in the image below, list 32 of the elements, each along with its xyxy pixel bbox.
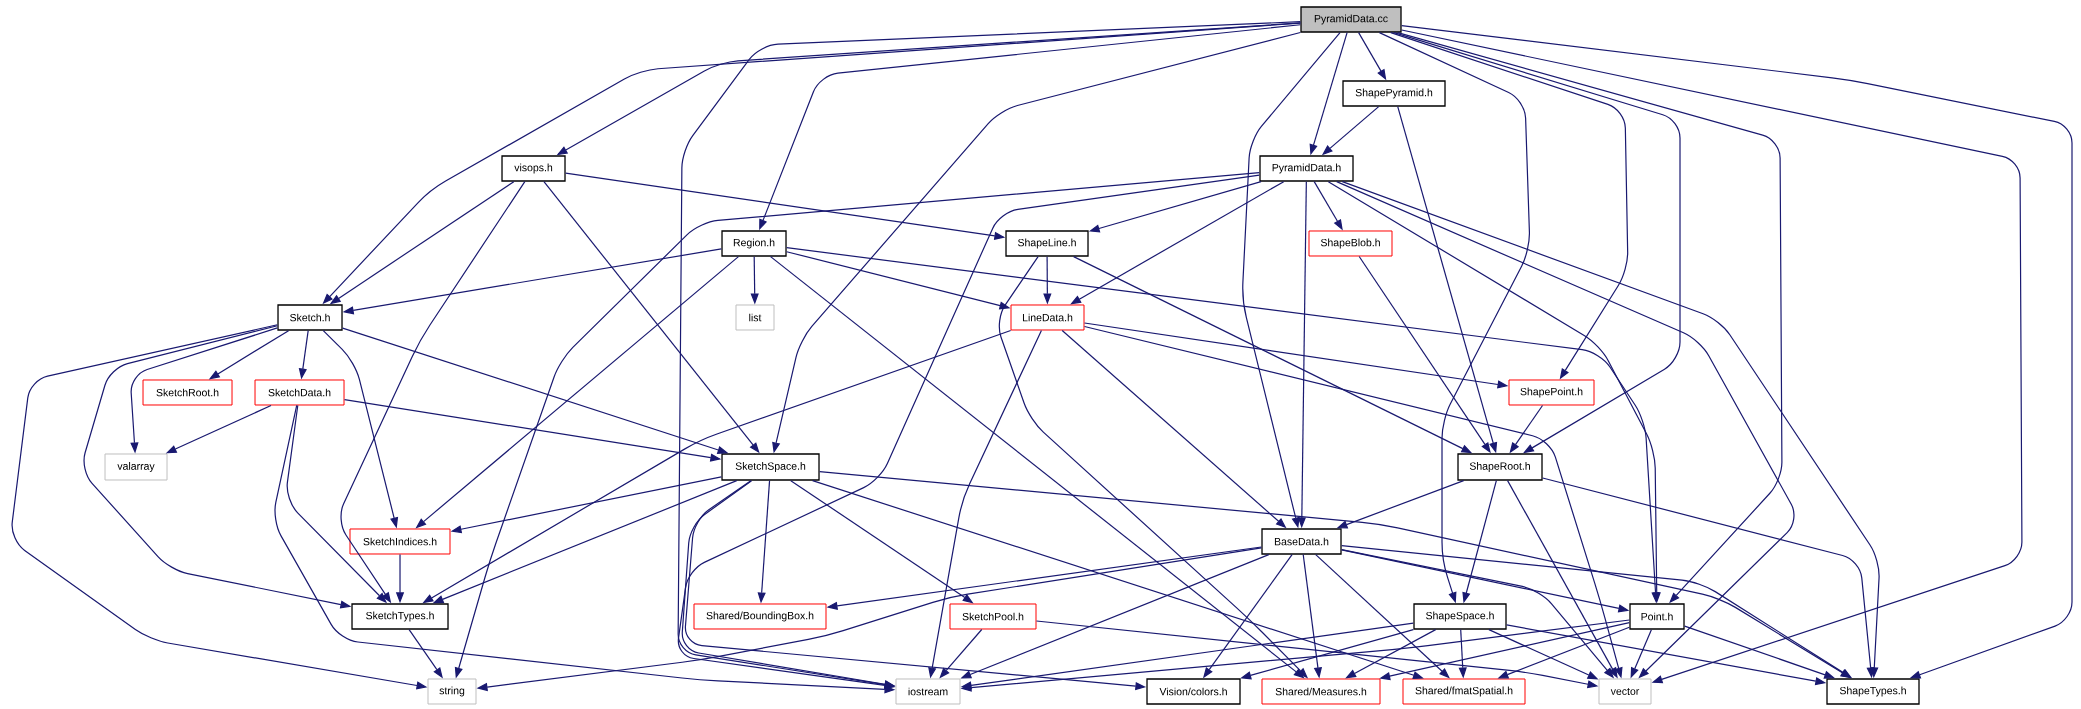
file-box: Shared/Measures.h	[1261, 678, 1381, 705]
file-box: string	[427, 678, 477, 705]
file-box: SketchSpace.h	[721, 453, 820, 481]
file-box: list	[735, 304, 775, 331]
file-box: Sketch.h	[277, 304, 343, 331]
file-box: vector	[1598, 678, 1652, 705]
arrow	[1393, 32, 1681, 454]
file-box: Region.h	[721, 230, 787, 257]
file-box: SketchRoot.h	[142, 379, 233, 406]
file-box: Shared/BoundingBox.h	[693, 603, 827, 630]
file-box: Shared/fmatSpatial.h	[1402, 678, 1526, 705]
file-box: valarray	[104, 453, 168, 481]
file-box: ShapeLine.h	[1005, 230, 1089, 257]
file-box: ShapeSpace.h	[1413, 603, 1507, 630]
file-box: Vision/colors.h	[1146, 678, 1241, 705]
file-box: visops.h	[501, 155, 566, 182]
file-box: ShapeRoot.h	[1457, 453, 1543, 481]
file-box: ShapePyramid.h	[1342, 80, 1446, 107]
file-box: ShapeTypes.h	[1826, 678, 1920, 705]
file-box: SketchIndices.h	[349, 528, 451, 555]
file-box: LineData.h	[1010, 304, 1085, 331]
file-box: SketchTypes.h	[351, 603, 449, 630]
file-box: SketchPool.h	[949, 603, 1037, 630]
file-box: PyramidData.cc	[1300, 6, 1402, 33]
arrow	[677, 174, 1260, 690]
file-box: ShapeBlob.h	[1308, 230, 1393, 257]
file-box: BaseData.h	[1261, 528, 1342, 555]
file-box: ShapePoint.h	[1508, 379, 1595, 406]
file-box: Point.h	[1629, 603, 1685, 630]
file-box: iostream	[895, 678, 961, 705]
file-box: PyramidData.h	[1259, 155, 1354, 182]
file-box: SketchData.h	[254, 379, 345, 406]
